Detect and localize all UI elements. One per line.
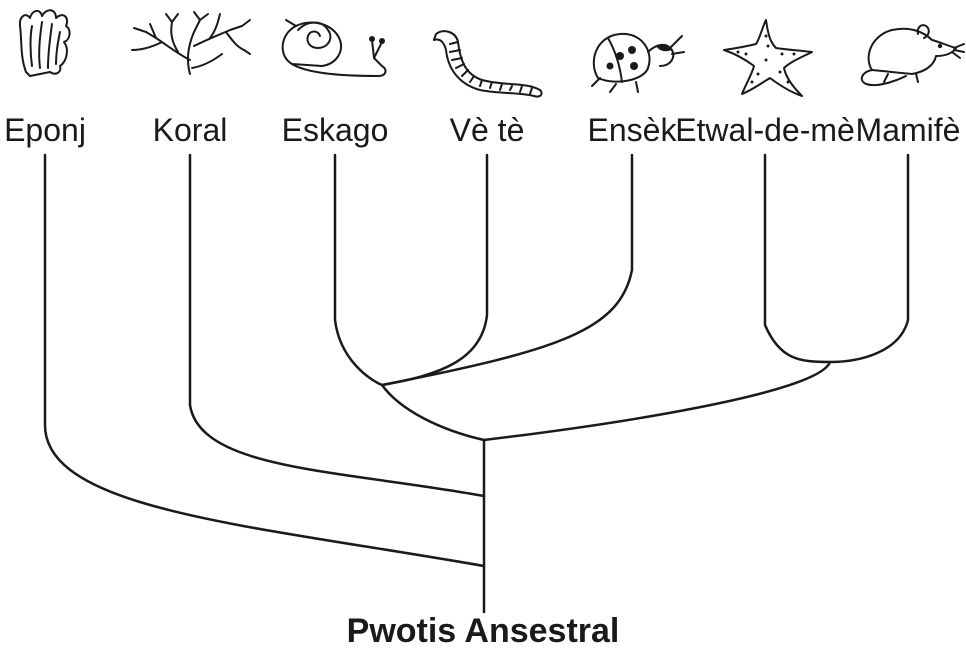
starfish-icon: [724, 20, 812, 96]
branch-etwal-de-me: [765, 155, 830, 362]
taxon-label-etwal-de-me: Etwal-de-mè: [675, 110, 855, 150]
taxon-label-ensek: Ensèk: [588, 110, 677, 150]
taxon-label-eskago: Eskago: [282, 110, 389, 150]
worm-icon: [434, 31, 542, 96]
taxon-label-ve-te: Vè tè: [450, 110, 525, 150]
branch-ensek: [382, 155, 632, 385]
branch-deuterostome: [484, 362, 830, 440]
taxon-label-koral: Koral: [153, 110, 228, 150]
taxon-label-eponj: Eponj: [4, 110, 86, 150]
branch-mamife: [830, 155, 908, 362]
ladybug-icon: [592, 34, 684, 92]
tree-branches: [45, 155, 908, 612]
branch-protostome: [382, 385, 484, 440]
snail-icon: [283, 20, 386, 76]
mouse-icon: [862, 25, 964, 85]
sponge-icon: [20, 10, 70, 76]
branch-eskago: [335, 155, 382, 385]
branch-ve-te: [382, 155, 487, 385]
taxon-label-mamife: Mamifè: [856, 110, 961, 150]
coral-icon: [132, 12, 250, 74]
branch-eponj: [45, 155, 484, 566]
root-label: Pwotis Ansestral: [347, 612, 620, 651]
